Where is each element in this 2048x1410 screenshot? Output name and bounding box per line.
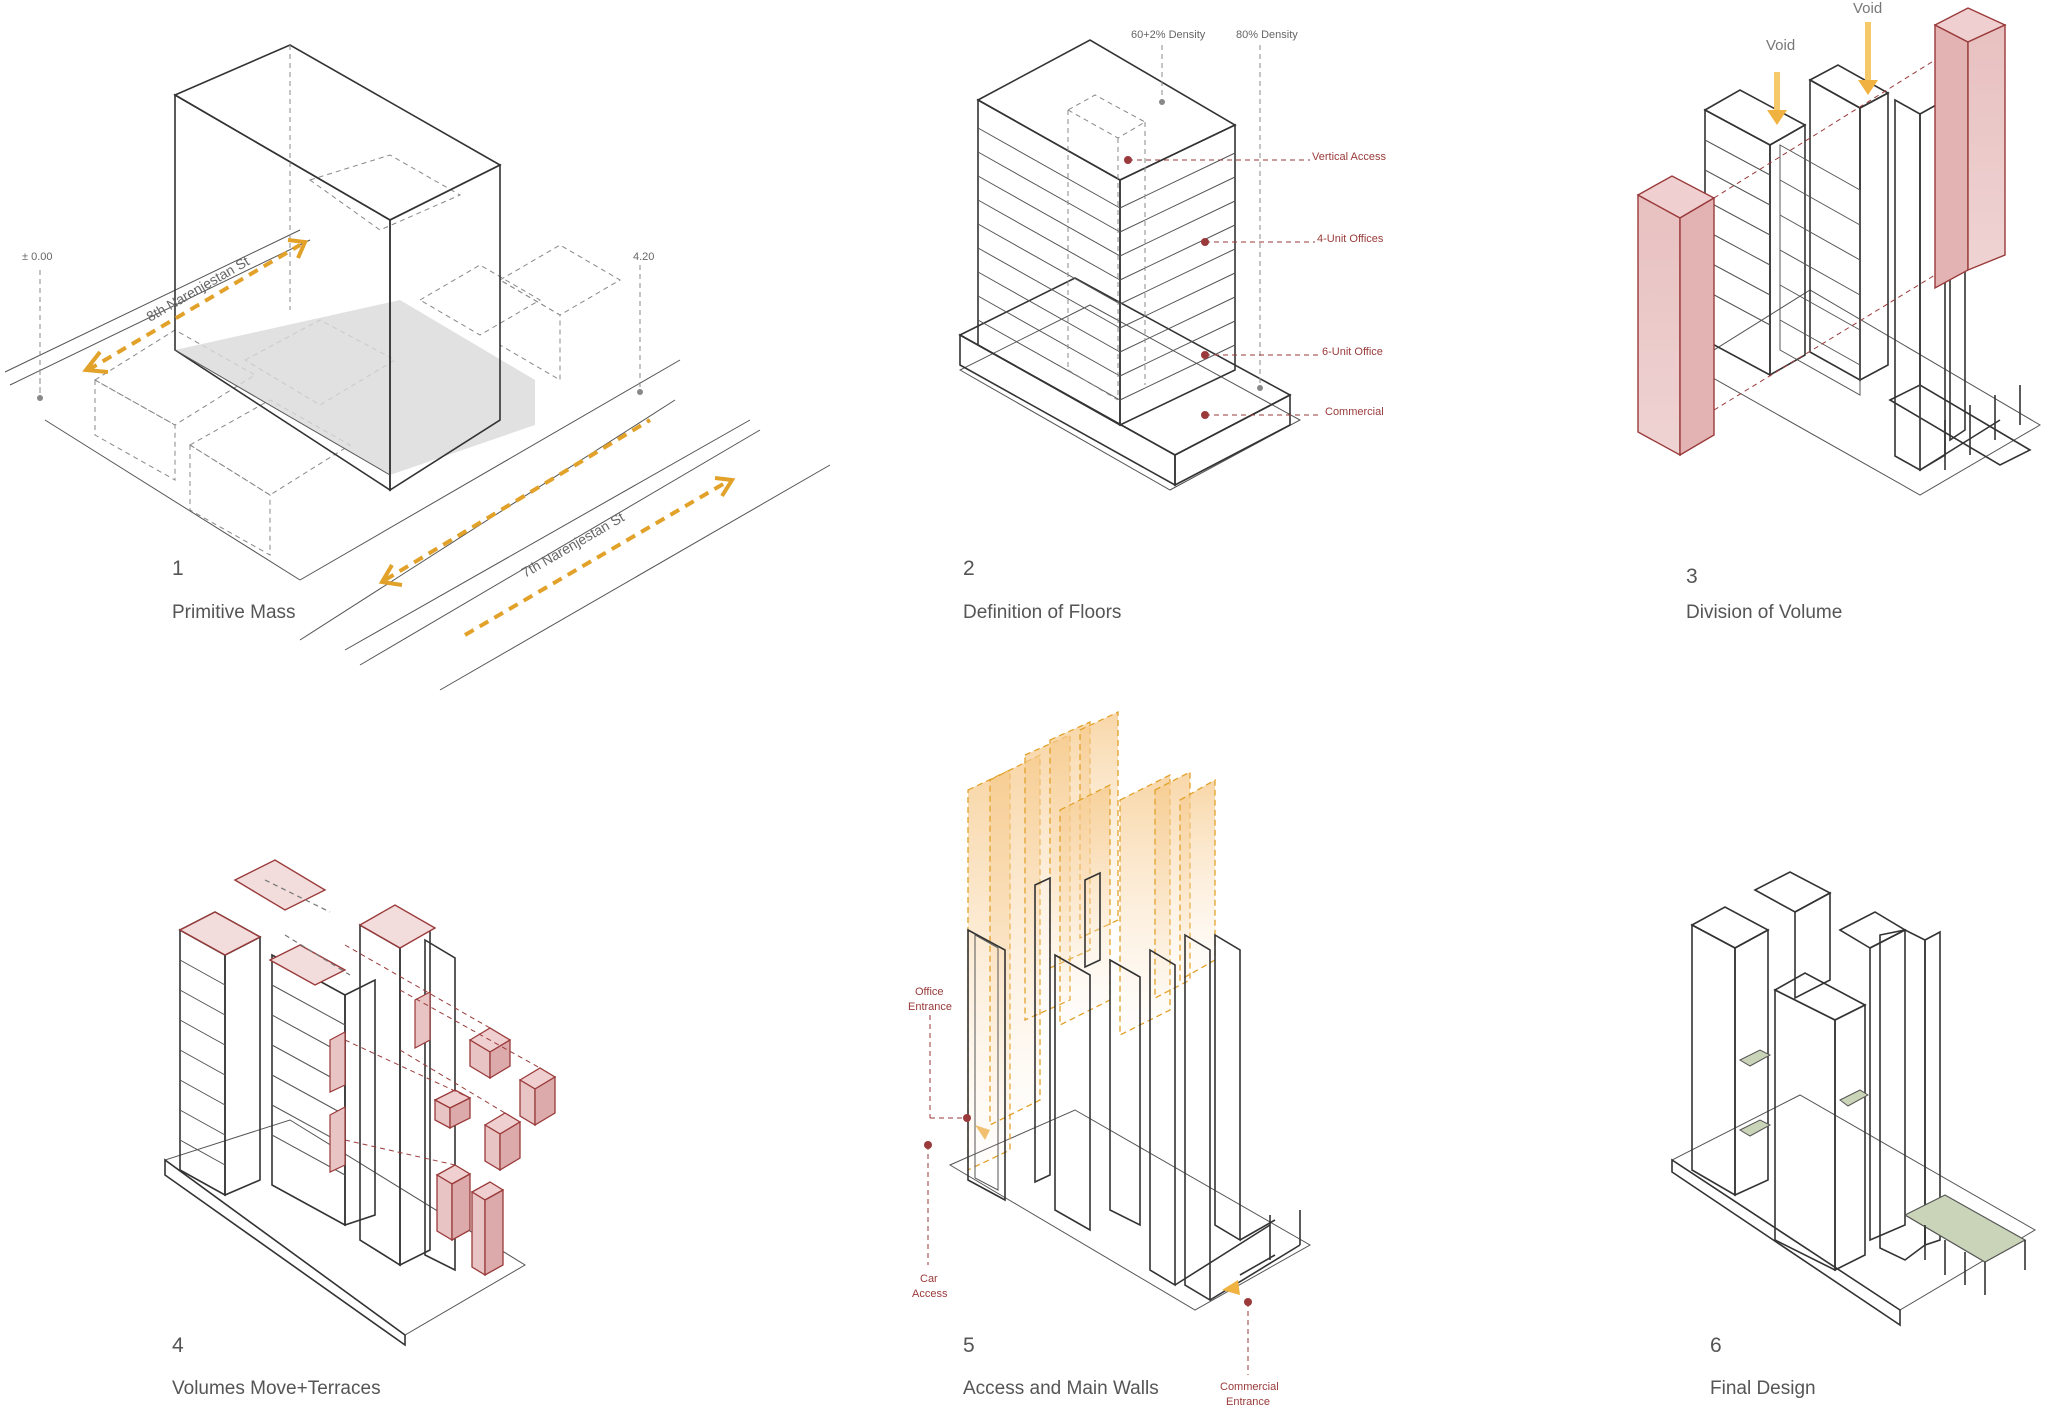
void-label-b: Void [1853, 0, 1882, 17]
panel-1-primitive-mass: ± 0.00 4.20 8th Narenjestan St 7th Naren… [4, 44, 831, 691]
void-label-a: Void [1766, 37, 1795, 54]
volume-strips [1703, 64, 1966, 472]
access-leaders [924, 1015, 1252, 1375]
moved-volumes [433, 1027, 557, 1277]
panel-3-title: Division of Volume [1686, 602, 1842, 623]
terraces-red [178, 859, 437, 1173]
panel-5-number: 5 [963, 1334, 975, 1357]
street-arrows [82, 238, 736, 637]
office-entrance-line1: Office [915, 986, 944, 998]
final-terraces [1738, 1049, 2027, 1295]
tower-front-face [977, 98, 1121, 427]
label-six-unit-office: 6-Unit Office [1322, 346, 1383, 358]
red-volume-right [1934, 23, 1969, 290]
floor-lines-3 [1704, 139, 1861, 366]
core-dashed [1066, 94, 1147, 401]
level-right-label: 4.20 [633, 251, 654, 263]
red-volume-left [1637, 193, 1681, 457]
office-entrance-line2: Entrance [908, 1001, 952, 1013]
base-steps [1888, 384, 2032, 471]
density-label-b: 80% Density [1236, 29, 1298, 41]
panel-4-title: Volumes Move+Terraces [172, 1378, 381, 1399]
street-label-8th: 8th Narenjestan St [144, 253, 253, 325]
panel-4-number: 4 [172, 1334, 184, 1357]
street-arrow-8th [86, 243, 302, 372]
street-arrow-7th-b [463, 478, 732, 637]
panel-3-division-of-volume: Void Void 3 Division of Volume [1636, 0, 2041, 623]
panel-2-definition-of-floors: 60+2% Density 80% Density Vertical Acces… [958, 29, 1386, 623]
panel-4-volumes-move-terraces: 4 Volumes Move+Terraces [163, 859, 557, 1399]
panel-6-number: 6 [1710, 1334, 1722, 1357]
label-vertical-access: Vertical Access [1312, 151, 1386, 163]
panel-6-final-design: 6 Final Design [1671, 871, 2036, 1399]
panel-2-title: Definition of Floors [963, 602, 1121, 623]
floor-lines-4 [179, 959, 346, 1176]
orange-sheets [967, 710, 1216, 1172]
car-access-line1: Car [920, 1273, 938, 1285]
panel-1-number: 1 [172, 557, 184, 580]
street-arrow-7th-a [383, 418, 652, 582]
panel-6-title: Final Design [1710, 1378, 1816, 1399]
panel-3-number: 3 [1686, 565, 1698, 588]
panel-5-title: Access and Main Walls [963, 1378, 1159, 1399]
panel-5-access-main-walls: Office Entrance Car Access Commercial En… [908, 710, 1312, 1408]
void-arrows [1767, 22, 1878, 125]
commercial-entrance-line2: Entrance [1226, 1396, 1270, 1408]
street-lines [4, 229, 831, 691]
wall-steps [1174, 1210, 1301, 1301]
label-four-unit-offices: 4-Unit Offices [1317, 233, 1384, 245]
final-towers [1690, 871, 1941, 1272]
level-markers: ± 0.00 4.20 [22, 251, 654, 401]
level-left-label: ± 0.00 [22, 251, 53, 263]
panel-2-number: 2 [963, 557, 975, 580]
label-commercial: Commercial [1325, 406, 1384, 418]
commercial-entrance-line1: Commercial [1220, 1381, 1279, 1393]
density-label-a: 60+2% Density [1131, 29, 1206, 41]
program-leaders [1124, 156, 1322, 419]
car-access-line2: Access [912, 1288, 948, 1300]
floor-slab-lines [977, 127, 1236, 401]
panel-1-title: Primitive Mass [172, 602, 296, 623]
primitive-mass-box [173, 44, 535, 492]
